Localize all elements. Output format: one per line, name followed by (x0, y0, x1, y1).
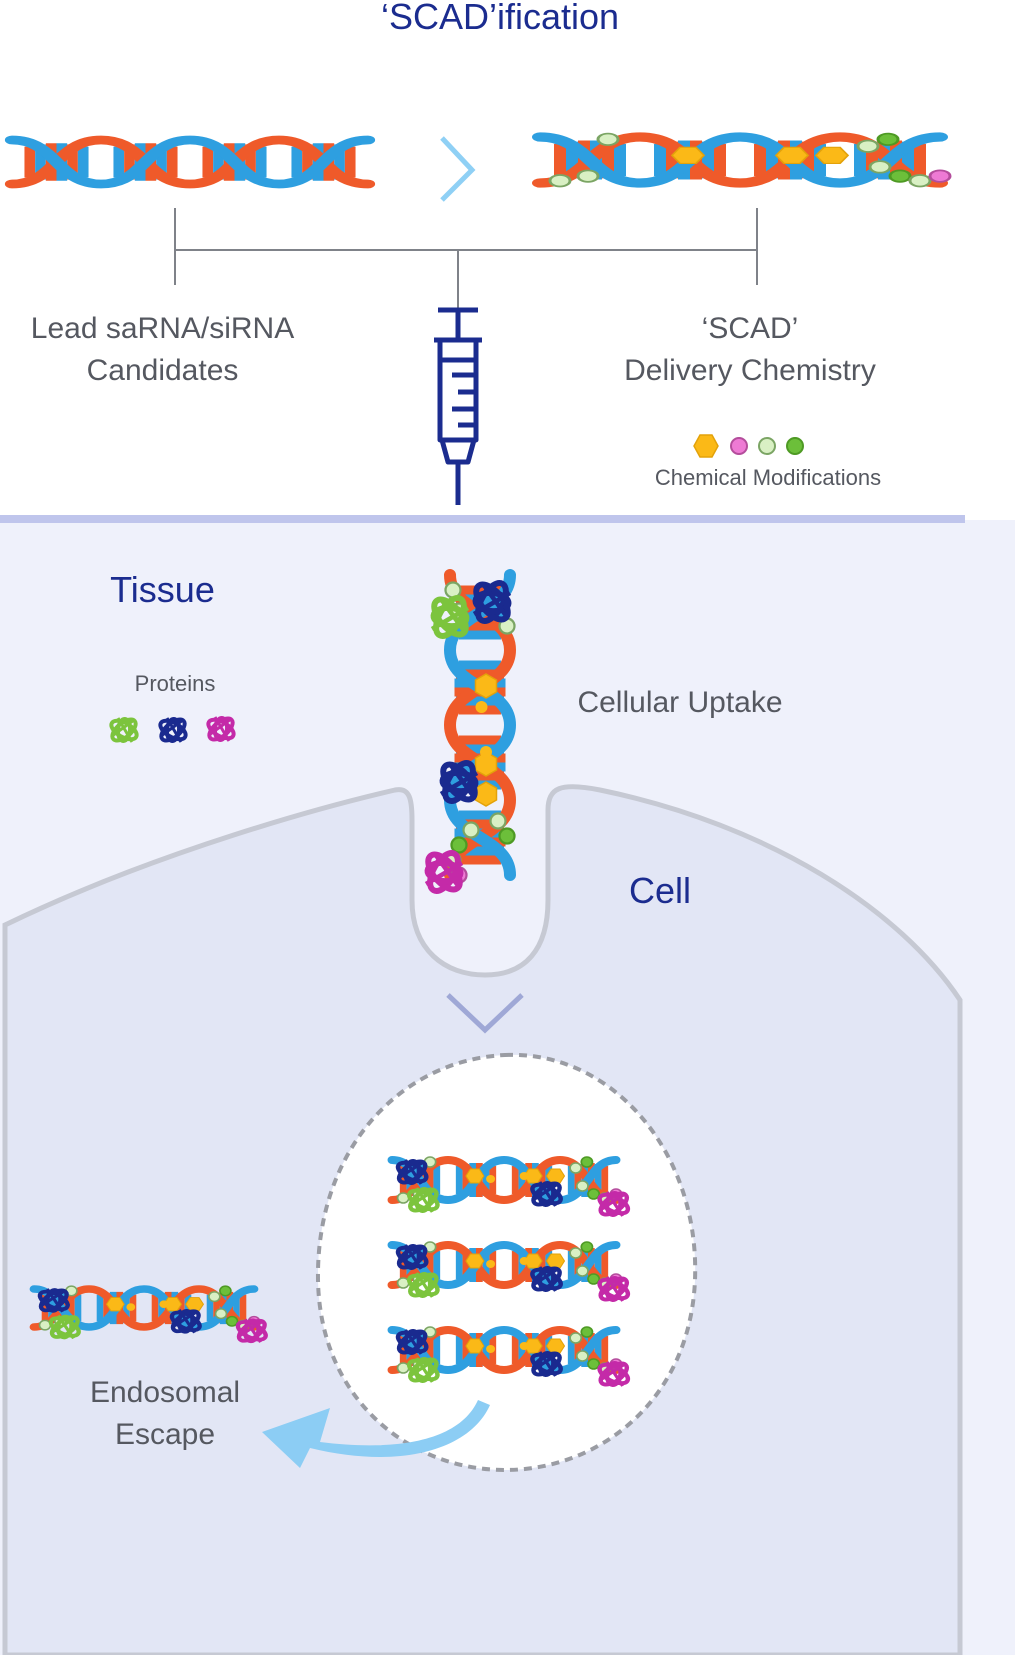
cell-label: Cell (628, 870, 691, 911)
pink-circle-icon (730, 437, 748, 455)
lead-candidates-line2: Candidates (86, 354, 239, 387)
green-circle-icon (786, 437, 804, 455)
chemical-modifications-label: Chemical Modifications (654, 465, 882, 490)
section-divider (0, 515, 965, 523)
proteins-label: Proteins (134, 671, 216, 696)
lead-candidates-line1: Lead saRNA/siRNA (30, 312, 295, 345)
green-protein-icon (106, 713, 142, 747)
connector-bracket (174, 208, 758, 312)
chevron-right-icon (440, 136, 476, 202)
light-green-circle-icon (758, 437, 776, 455)
delivery-chemistry-line1: ‘SCAD’ (701, 312, 799, 345)
chevron-down-icon (446, 993, 524, 1034)
plain-dna-helix (12, 140, 368, 184)
endosomal-escape-label: Endosomal Escape (50, 1372, 280, 1456)
navy-protein-icon (155, 713, 191, 747)
delivery-chemistry-label: ‘SCAD’ Delivery Chemistry (590, 308, 910, 392)
hexagon-icon (693, 434, 719, 458)
delivery-chemistry-line2: Delivery Chemistry (624, 354, 876, 387)
endosomal-escape-line1: Endosomal (89, 1376, 241, 1409)
magenta-protein-icon (203, 712, 239, 746)
tissue-label: Tissue (110, 569, 215, 610)
legend-symbols (693, 434, 804, 458)
modified-dna-helix (540, 134, 950, 187)
syringe-icon (434, 307, 482, 505)
page-title: ‘SCAD’ification (380, 0, 620, 37)
endosome-membrane (315, 1052, 698, 1473)
escape-arrow-icon (262, 1400, 490, 1468)
lead-candidates-label: Lead saRNA/siRNA Candidates (0, 308, 325, 392)
cellular-uptake-label: Cellular Uptake (577, 686, 783, 719)
endosomal-escape-line2: Escape (114, 1418, 216, 1451)
